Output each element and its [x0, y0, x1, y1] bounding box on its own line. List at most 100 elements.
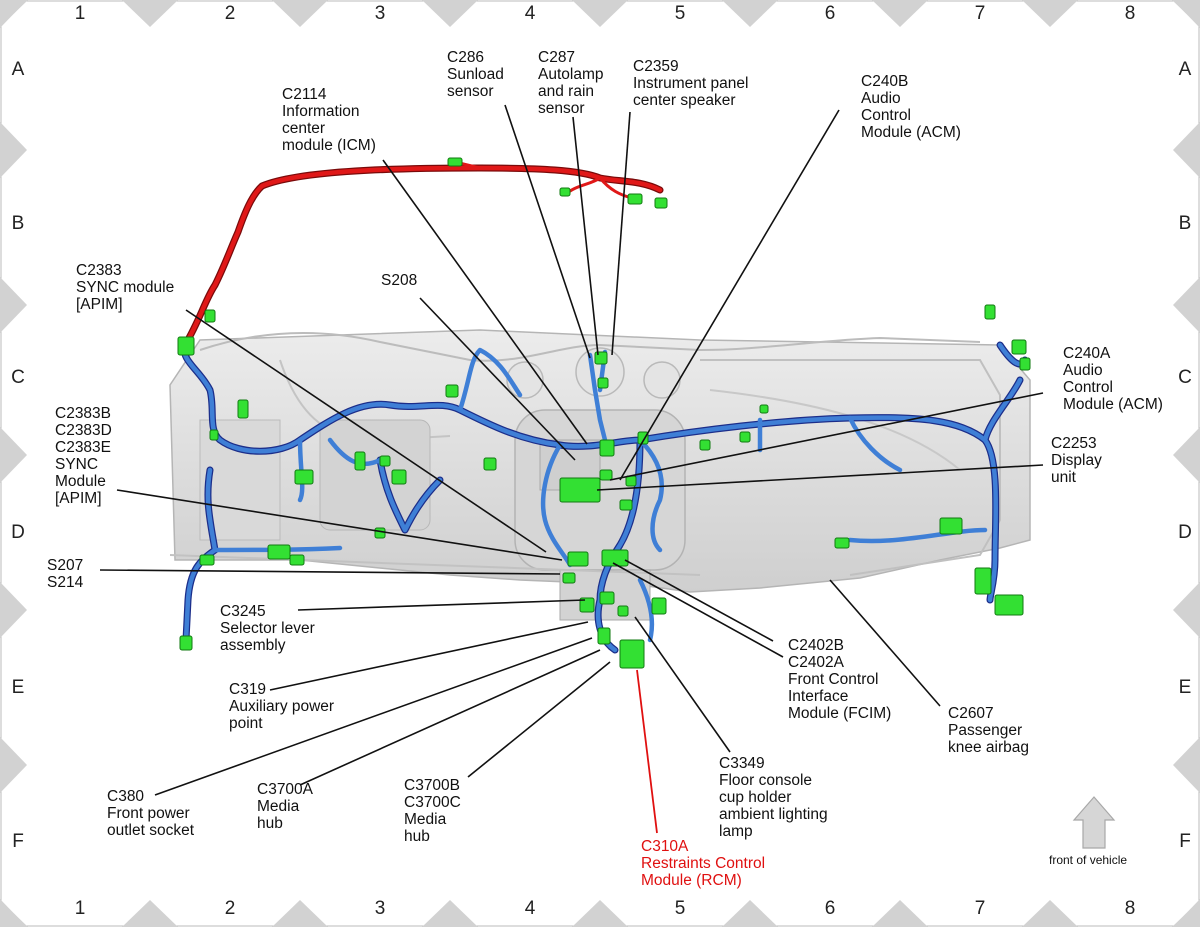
- border-triangle: [1173, 899, 1200, 927]
- connector-block: [562, 572, 576, 584]
- grid-column-label: 4: [524, 898, 536, 919]
- connector-blocks: [177, 157, 1031, 669]
- grid-row-label: C: [1178, 367, 1192, 388]
- border-triangle: [1022, 900, 1078, 927]
- connector-block: [559, 187, 571, 197]
- connector-block: [267, 544, 291, 560]
- connector-block: [294, 469, 314, 485]
- label-c3700bc: C3700B C3700C Media hub: [404, 777, 461, 845]
- leader-line: [382, 159, 588, 445]
- border-triangle: [272, 900, 328, 927]
- leader-line: [829, 579, 941, 707]
- leader-line: [297, 599, 586, 611]
- border-triangle: [1173, 737, 1200, 793]
- overhead-red-harness: [181, 160, 664, 349]
- leader-line: [467, 661, 611, 778]
- grid-row-label: A: [11, 59, 25, 80]
- grid-column-label: 8: [1124, 3, 1136, 24]
- border-triangle: [572, 0, 628, 27]
- label-c3245: C3245 Selector lever assembly: [220, 603, 315, 654]
- up-arrow-icon: [1072, 796, 1116, 849]
- connector-block: [599, 591, 615, 605]
- grid-row-label: E: [11, 677, 25, 698]
- leader-line: [572, 116, 599, 356]
- connector-block: [445, 384, 459, 398]
- connector-block: [559, 477, 601, 503]
- connector-block: [939, 517, 963, 535]
- border-triangle: [0, 0, 27, 28]
- label-front-of-vehicle: front of vehicle: [1049, 853, 1128, 867]
- border-triangle: [1173, 582, 1200, 638]
- connector-block: [594, 351, 608, 365]
- connector-block: [974, 567, 992, 595]
- label-c2402: C2402B C2402A Front Control Interface Mo…: [788, 637, 892, 722]
- border-triangle: [1173, 0, 1200, 28]
- label-c2359: C2359 Instrument panel center speaker: [633, 58, 749, 109]
- grid-row-label: B: [11, 213, 25, 234]
- connector-block: [374, 527, 386, 539]
- label-s207-s214: S207 S214: [47, 557, 84, 591]
- connector-block: [199, 554, 215, 566]
- border-triangle: [1022, 0, 1078, 27]
- leader-line: [634, 616, 731, 753]
- border-triangle: [0, 122, 27, 178]
- left-border-markers: [0, 0, 27, 927]
- label-c2253: C2253 Display unit: [1051, 435, 1102, 486]
- leader-line: [154, 637, 593, 796]
- grid-column-label: 6: [824, 898, 836, 919]
- connector-block: [654, 197, 668, 209]
- label-s208: S208: [381, 272, 418, 289]
- connector-block: [179, 635, 193, 651]
- connector-block: [599, 439, 615, 457]
- connector-block: [237, 399, 249, 419]
- connector-block: [1011, 339, 1027, 355]
- connector-block: [379, 455, 391, 467]
- connector-block: [204, 309, 216, 323]
- border-triangle: [872, 900, 928, 927]
- connector-block: [984, 304, 996, 320]
- connector-block: [447, 157, 463, 167]
- leader-line: [299, 649, 601, 786]
- connector-block: [599, 469, 613, 481]
- grid-row-label: E: [1178, 677, 1192, 698]
- leader-line: [619, 109, 840, 481]
- leader-line: [612, 562, 784, 658]
- border-triangle: [872, 0, 928, 27]
- connector-block: [177, 336, 195, 356]
- connector-block: [651, 597, 667, 615]
- right-border-markers: [1173, 0, 1200, 927]
- grid-column-label: 6: [824, 3, 836, 24]
- border-triangle: [122, 900, 178, 927]
- grid-column-label: 8: [1124, 898, 1136, 919]
- connector-block: [483, 457, 497, 471]
- leader-line: [99, 569, 561, 575]
- border-triangle: [122, 0, 178, 27]
- connector-block: [627, 193, 643, 205]
- leader-line: [504, 104, 591, 359]
- grid-column-label: 7: [974, 898, 986, 919]
- connector-block: [617, 605, 629, 617]
- label-c3700a: C3700A Media hub: [257, 781, 314, 832]
- label-c2114: C2114 Information center module (ICM): [282, 86, 376, 154]
- connector-block: [619, 639, 645, 669]
- border-triangle: [422, 0, 478, 27]
- connector-block: [699, 439, 711, 451]
- grid-column-label: 4: [524, 3, 536, 24]
- connector-block: [289, 554, 305, 566]
- connector-block: [1019, 357, 1031, 371]
- border-triangle: [0, 899, 27, 927]
- label-c2383: C2383 SYNC module [APIM]: [76, 262, 175, 313]
- connector-block: [739, 431, 751, 443]
- grid-column-label: 7: [974, 3, 986, 24]
- leader-line: [185, 309, 547, 553]
- grid-row-label: D: [11, 522, 25, 543]
- grid-column-label: 5: [674, 3, 686, 24]
- grid-column-label: 1: [74, 898, 86, 919]
- border-triangle: [0, 582, 27, 638]
- border-triangle: [422, 900, 478, 927]
- leader-line: [596, 464, 1044, 491]
- label-c310a: C310A Restraints Control Module (RCM): [641, 838, 766, 889]
- border-triangle: [0, 277, 27, 333]
- grid-row-label: C: [11, 367, 25, 388]
- grid-row-label: D: [1178, 522, 1192, 543]
